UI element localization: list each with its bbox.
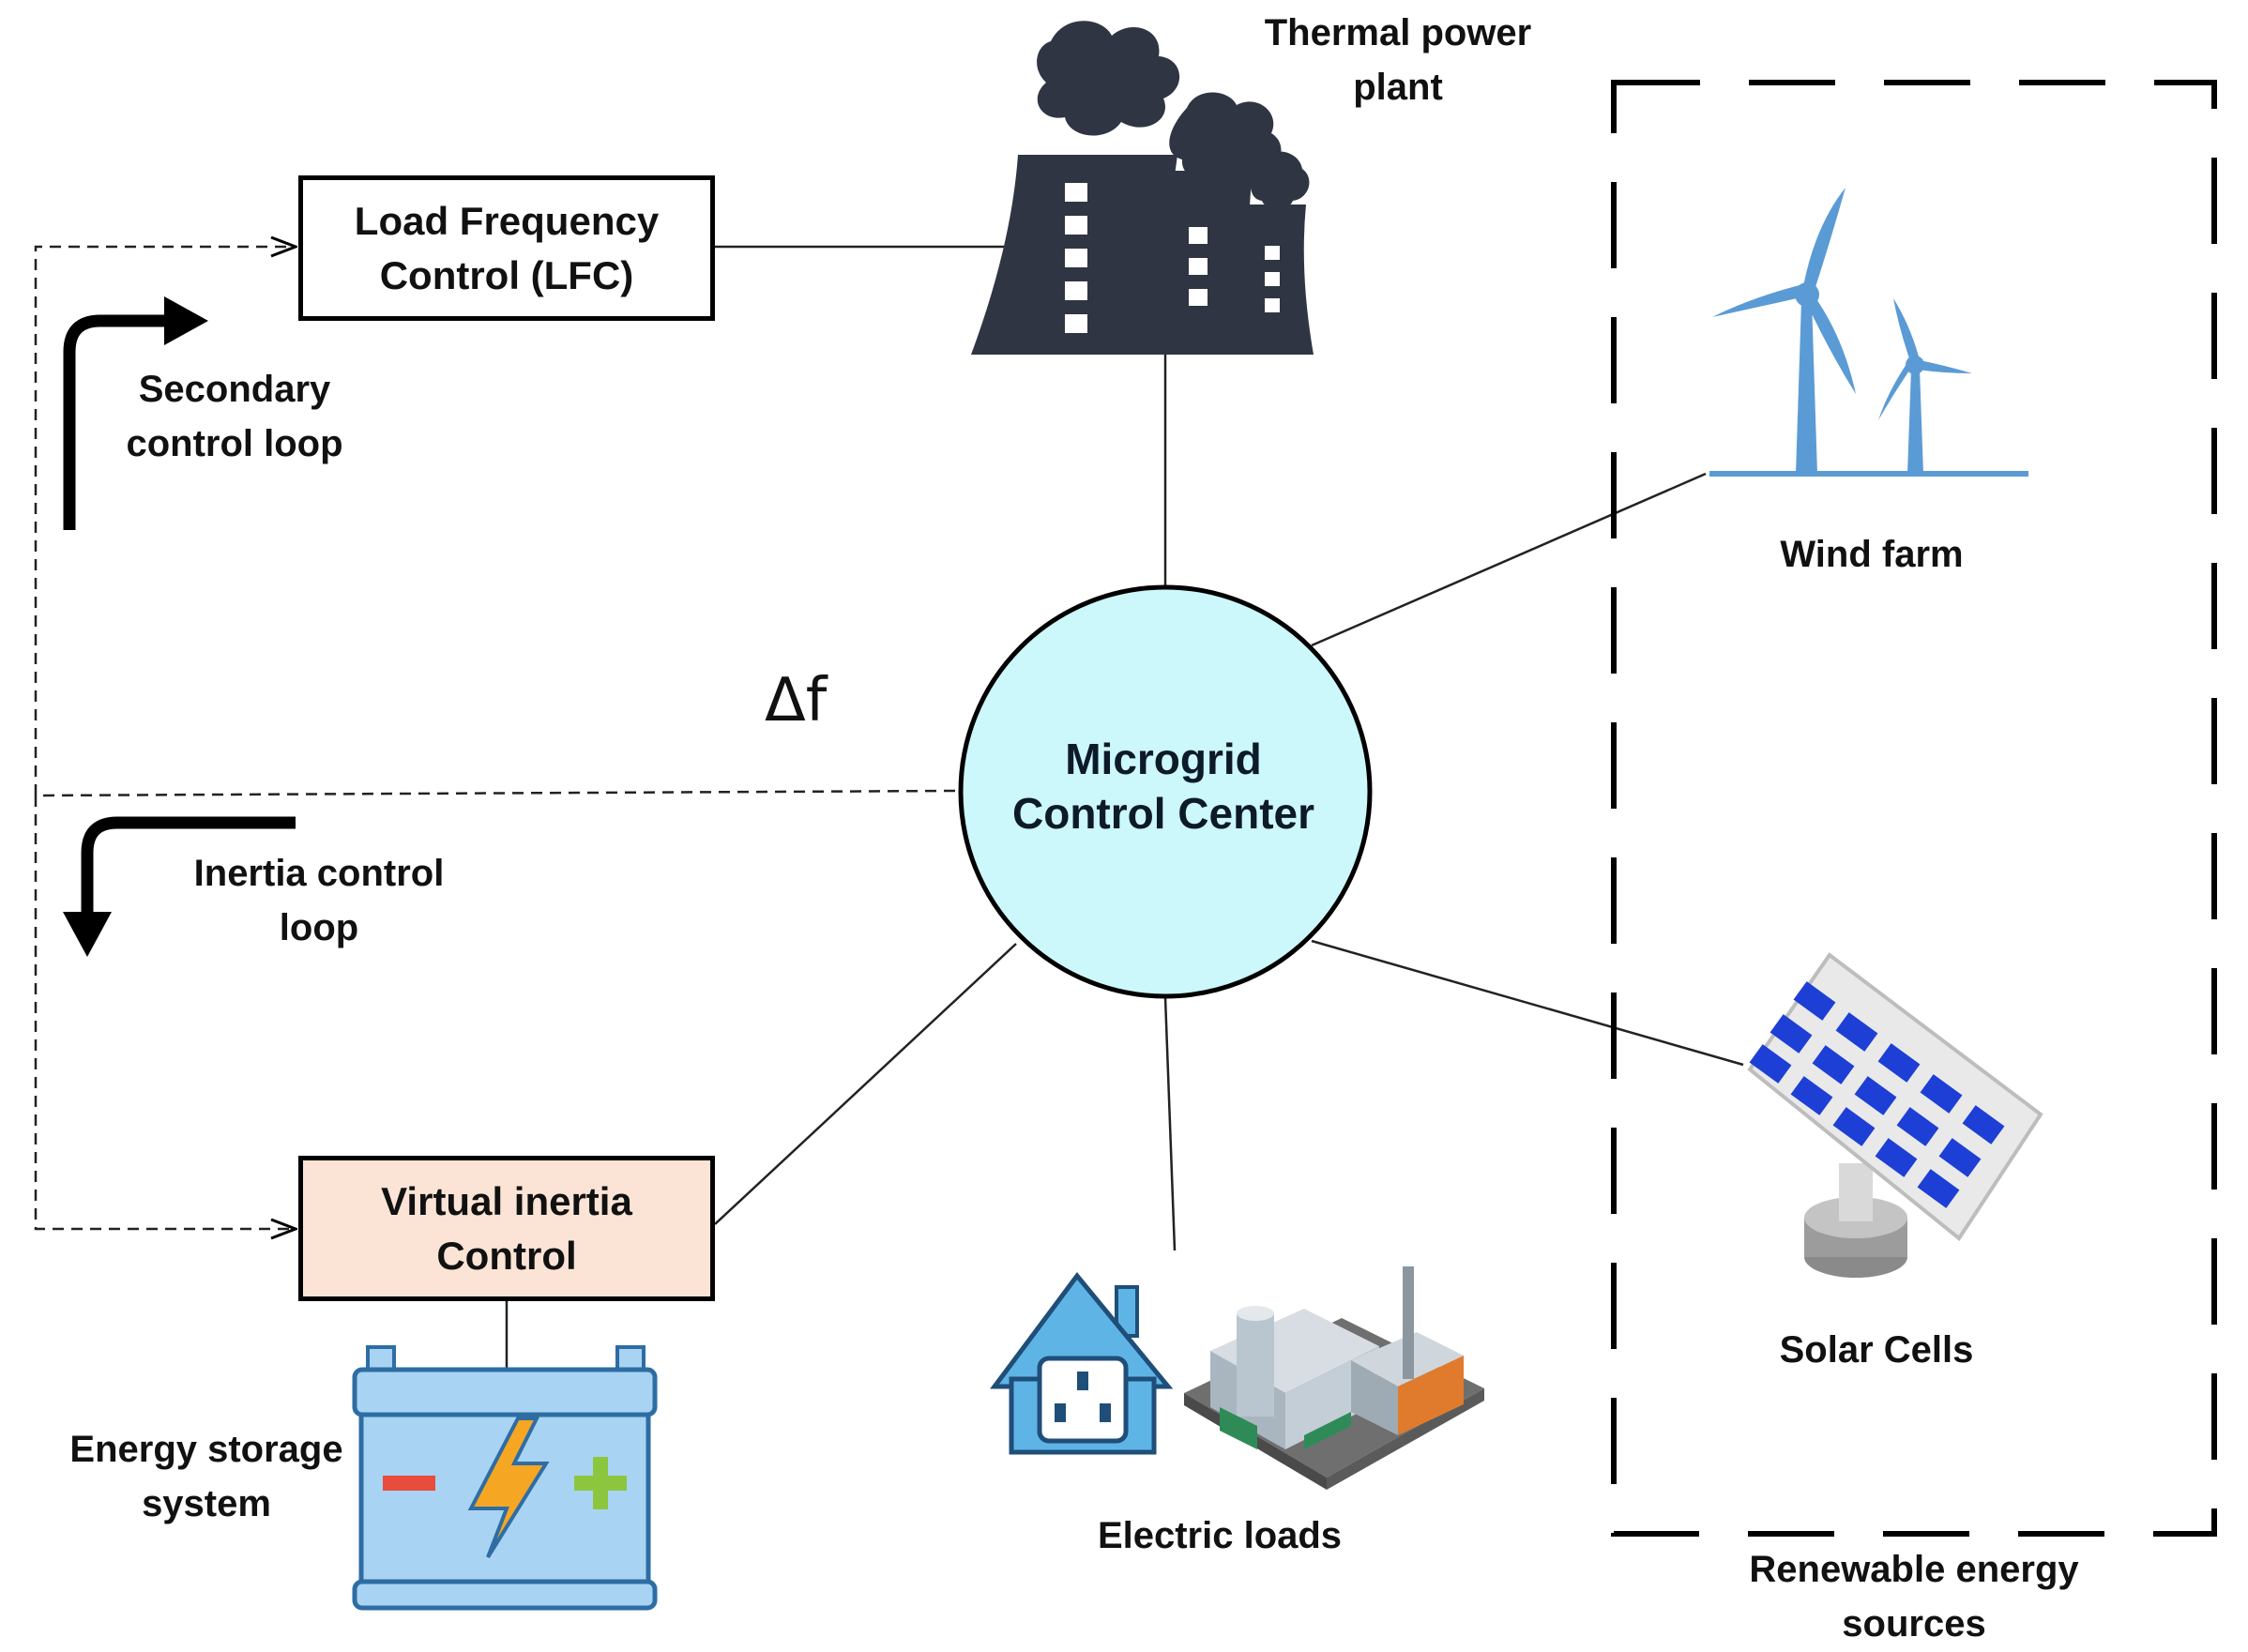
vic-line2: Control	[436, 1233, 577, 1278]
solar-cells-label: Solar Cells	[1779, 1329, 1974, 1371]
wind-turbine-icon	[1709, 188, 2028, 477]
link-wind-center	[1311, 472, 1707, 647]
dashed-inertia-path	[34, 796, 296, 1229]
renewable-line2: sources	[1842, 1603, 1986, 1644]
house-outlet-icon	[990, 1271, 1174, 1455]
virtual-inertia-box: Virtual inertia Control	[298, 1156, 715, 1301]
electric-loads-label: Electric loads	[1097, 1515, 1343, 1556]
storage-line2: system	[142, 1483, 271, 1524]
link-vic-center	[714, 943, 1017, 1225]
dashed-feedback-line	[35, 789, 956, 797]
thermal-windows	[1065, 183, 1280, 333]
cooling-tower-icon	[971, 21, 1314, 355]
renewable-sources-label: Renewable energy sources	[1698, 1542, 2130, 1651]
inertia-loop-arrow-head	[63, 912, 112, 957]
lfc-line1: Load Frequency	[354, 198, 660, 243]
factory-icon	[1184, 1266, 1484, 1490]
inertia-line1: Inertia control	[193, 853, 445, 894]
renewable-line1: Renewable energy	[1749, 1549, 2079, 1590]
thermal-line2: plant	[1353, 67, 1443, 108]
vic-line1: Virtual inertia	[381, 1178, 632, 1223]
solar-panel-icon	[1747, 952, 2043, 1278]
energy-storage-label: Energy storage system	[38, 1422, 375, 1531]
secondary-line1: Secondary	[138, 369, 331, 410]
secondary-loop-arrow	[63, 314, 169, 530]
inertia-line2: loop	[279, 907, 359, 948]
wind-farm-label: Wind farm	[1780, 534, 1964, 575]
microgrid-control-center-label: Microgrid Control Center	[957, 732, 1370, 841]
thermal-line1: Thermal power	[1264, 12, 1532, 53]
dashed-secondary-path	[34, 247, 296, 796]
secondary-loop-arrow-head	[164, 296, 208, 345]
thermal-plant-label: Thermal power plant	[1210, 6, 1586, 114]
center-line2: Control Center	[1012, 789, 1314, 838]
battery-icon	[352, 1345, 658, 1611]
lfc-line2: Control (LFC)	[379, 252, 634, 297]
lfc-box: Load Frequency Control (LFC)	[298, 175, 715, 321]
renewable-sources-box	[1611, 80, 2217, 1537]
delta-f-label: Δf	[765, 666, 828, 735]
storage-line1: Energy storage	[69, 1429, 343, 1470]
center-line1: Microgrid	[1065, 735, 1262, 783]
link-solar-center	[1311, 939, 1744, 1067]
secondary-loop-label: Secondary control loop	[94, 362, 375, 471]
inertia-loop-label: Inertia control loop	[159, 846, 478, 955]
link-loads-center	[1163, 996, 1177, 1251]
microgrid-control-center-circle	[958, 584, 1373, 999]
secondary-line2: control loop	[126, 423, 343, 464]
inertia-loop-arrow	[81, 816, 296, 915]
